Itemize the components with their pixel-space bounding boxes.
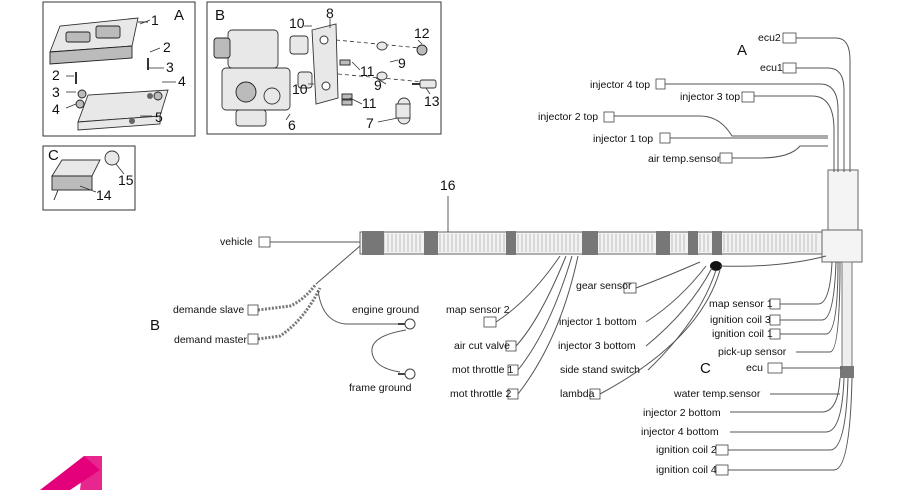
connector-mot-throttle-2: mot throttle 2 xyxy=(450,388,511,400)
connector-side-stand-switch: side stand switch xyxy=(560,364,640,376)
connector-injector-3-top: injector 3 top xyxy=(680,91,740,103)
callout-3: 3 xyxy=(52,84,60,100)
connector-injector-1-top: injector 1 top xyxy=(593,133,653,145)
sensor-7-illustration xyxy=(395,97,411,125)
inset-a: A xyxy=(42,1,196,137)
connector-ecu: ecu xyxy=(746,362,763,374)
connector-vehicle: vehicle xyxy=(220,236,253,248)
callout-12: 12 xyxy=(414,25,430,41)
callout-10: 10 xyxy=(289,15,305,31)
callout-11: 11 xyxy=(362,95,377,111)
connector-mot-throttle-1: mot throttle 1 xyxy=(452,364,513,376)
callout-14: 14 xyxy=(96,187,112,203)
sensor-bolt-illustration xyxy=(412,79,437,89)
connector-injector-3-bottom: injector 3 bottom xyxy=(558,340,636,352)
callout-9: 9 xyxy=(374,77,382,93)
engine-ground-label: engine ground xyxy=(352,304,419,316)
connector-injector-2-top: injector 2 top xyxy=(538,111,598,123)
connector-demand-master: demand master xyxy=(174,334,247,346)
callout-3: 3 xyxy=(166,59,174,75)
connector-map-sensor-2: map sensor 2 xyxy=(446,304,510,316)
callout-1: 1 xyxy=(151,12,159,28)
ecu-bracket-illustration xyxy=(75,58,169,131)
middle-connector-group-1: map sensor 2 air cut valve mot throttle … xyxy=(446,255,579,400)
throttle-body-illustration xyxy=(213,29,313,127)
middle-connector-group-2: gear sensor injector 1 bottom injector 3… xyxy=(558,255,827,400)
top-connector-group: A ecu2 ecu1 injector 4 top injector 3 to… xyxy=(538,32,851,172)
callout-4: 4 xyxy=(178,73,186,89)
callout-2: 2 xyxy=(52,67,60,83)
callout-10: 10 xyxy=(292,81,308,97)
grommet-illustration xyxy=(104,150,120,166)
connector-demande-slave: demande slave xyxy=(173,304,244,316)
callout-13: 13 xyxy=(424,93,440,109)
connector-injector-1-bottom: injector 1 bottom xyxy=(559,316,637,328)
right-connector-group: map sensor 1 ignition coil 3 ignition co… xyxy=(700,261,842,377)
group-b-letter: B xyxy=(150,317,160,334)
connector-ignition-coil-1: ignition coil 1 xyxy=(712,328,773,340)
connector-injector-2-bottom: injector 2 bottom xyxy=(643,407,721,419)
connector-air-temp-sensor: air temp.sensor xyxy=(648,153,721,165)
callout-16: 16 xyxy=(440,177,456,193)
frame-ground-label: frame ground xyxy=(349,382,412,394)
trunk-junction xyxy=(710,261,722,271)
connector-ecu2: ecu2 xyxy=(758,32,781,44)
callout-6: 6 xyxy=(288,117,296,133)
inset-b-letter: B xyxy=(215,7,225,24)
inset-c: C 15 14 xyxy=(42,145,136,211)
connector-injector-4-bottom: injector 4 bottom xyxy=(641,426,719,438)
inset-b: B xyxy=(206,1,442,135)
callout-9: 9 xyxy=(398,55,406,71)
inset-c-letter: C xyxy=(48,147,59,164)
callout-2: 2 xyxy=(163,39,171,55)
callout-15: 15 xyxy=(118,172,134,188)
connector-ignition-coil-4: ignition coil 4 xyxy=(656,464,717,476)
connector-ignition-coil-3: ignition coil 3 xyxy=(710,314,771,326)
connector-air-cut-valve: air cut valve xyxy=(454,340,510,352)
connector-injector-4-top: injector 4 top xyxy=(590,79,650,91)
bracket-plate-illustration xyxy=(311,23,353,106)
connector-pick-up-sensor: pick-up sensor xyxy=(718,346,787,358)
left-connector-group: vehicle B demande slave demand master en… xyxy=(150,236,419,394)
lower-right-connector-group: water temp.sensor injector 2 bottom inje… xyxy=(641,377,853,476)
callout-7: 7 xyxy=(366,115,374,131)
ecu-module-illustration xyxy=(49,17,148,65)
connector-ignition-coil-2: ignition coil 2 xyxy=(656,444,717,456)
group-c-letter: C xyxy=(700,360,711,377)
connector-ecu1: ecu1 xyxy=(760,62,783,74)
callout-8: 8 xyxy=(326,5,334,21)
callout-4: 4 xyxy=(52,101,60,117)
connector-map-sensor-1: map sensor 1 xyxy=(709,298,773,310)
main-harness: 16 xyxy=(359,169,863,378)
inset-a-letter: A xyxy=(174,7,184,24)
callout-5: 5 xyxy=(155,109,163,125)
group-a-letter: A xyxy=(737,42,747,59)
connector-water-temp-sensor: water temp.sensor xyxy=(673,388,761,400)
connector-gear-sensor: gear sensor xyxy=(576,280,632,292)
brand-logo xyxy=(40,456,102,490)
callout-11: 11 xyxy=(360,63,375,79)
connector-lambda: lambda xyxy=(560,388,595,400)
